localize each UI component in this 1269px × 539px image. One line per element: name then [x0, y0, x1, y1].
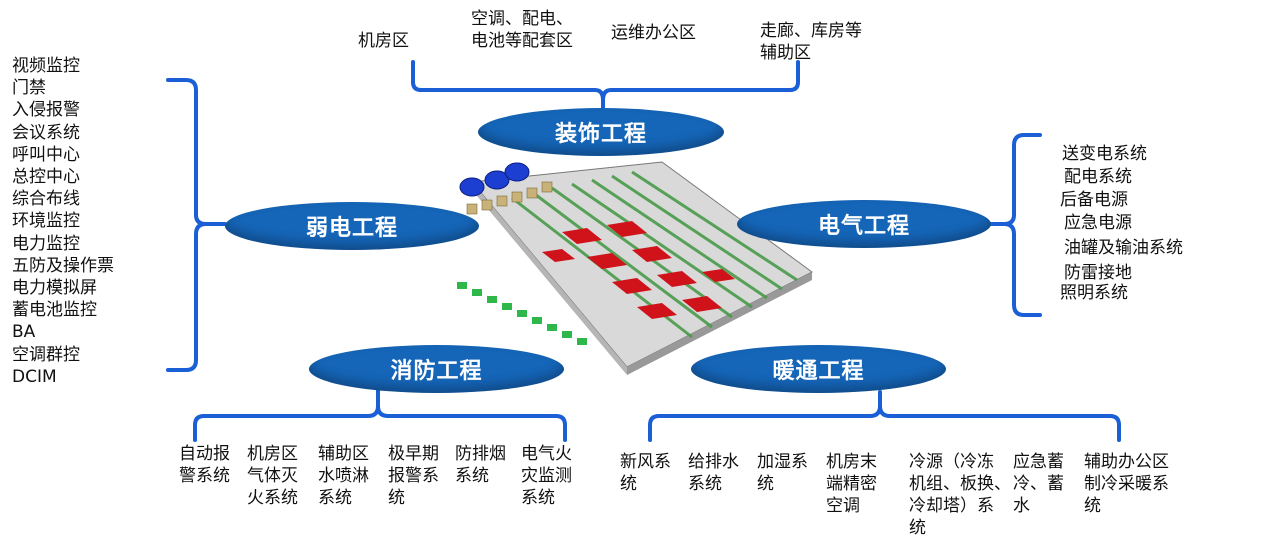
- hvac-title: 暖通工程: [772, 359, 865, 384]
- list-item: DCIM: [12, 366, 57, 387]
- electrical-item-5: 防雷接地: [1064, 263, 1132, 283]
- fire-title: 消防工程: [390, 359, 483, 384]
- list-item: BA: [12, 322, 36, 343]
- list-item: 总控中心: [12, 167, 80, 188]
- list-item: 会议系统: [12, 122, 80, 143]
- list-item: 电力模拟屏: [12, 278, 97, 299]
- decoration-item-1: 空调、配电、 电池等配套区: [471, 9, 573, 51]
- decoration-title: 装饰工程: [554, 122, 647, 147]
- list-item: 入侵报警: [12, 100, 80, 121]
- hvac-item-2: 加湿系统: [757, 452, 808, 494]
- electrical-ellipse: 电气工程: [737, 200, 991, 248]
- electrical-item-4: 油罐及输油系统: [1064, 238, 1183, 258]
- decoration-item-3: 走廊、库房等 辅助区: [760, 21, 862, 63]
- fire-item-5: 电气火灾监测系统: [521, 444, 572, 508]
- list-item: 电力监控: [12, 233, 80, 254]
- list-item: 蓄电池监控: [12, 300, 97, 321]
- weak-current-title: 弱电工程: [305, 216, 398, 241]
- decoration-ellipse: 装饰工程: [478, 108, 724, 156]
- electrical-item-3: 应急电源: [1064, 213, 1132, 233]
- fire-item-4: 防排烟系统: [455, 444, 506, 486]
- electrical-item-6: 照明系统: [1060, 283, 1128, 303]
- electrical-item-1: 配电系统: [1064, 167, 1132, 187]
- list-item: 综合布线: [12, 189, 80, 210]
- weak-current-ellipse: 弱电工程: [225, 202, 479, 250]
- electrical-item-0: 送变电系统: [1062, 144, 1147, 164]
- decoration-item-2: 运维办公区: [611, 23, 696, 43]
- hvac-item-0: 新风系统: [620, 452, 671, 494]
- list-item: 空调群控: [12, 344, 80, 365]
- hvac-ellipse: 暖通工程: [691, 345, 946, 393]
- fire-item-3: 极早期报警系统: [388, 444, 439, 508]
- datacenter-illustration: [457, 161, 813, 375]
- hvac-item-3: 机房末端精密空调: [826, 452, 877, 516]
- fire-ellipse: 消防工程: [309, 345, 564, 393]
- weak-current-list: 视频监控 门禁 入侵报警 会议系统 呼叫中心 总控中心 综合布线 环境监控 电力…: [12, 55, 114, 388]
- electrical-title: 电气工程: [817, 214, 910, 239]
- hvac-item-5: 应急蓄冷、蓄水: [1013, 452, 1064, 516]
- list-item: 呼叫中心: [12, 144, 80, 165]
- fire-item-0: 自动报警系统: [179, 444, 230, 486]
- fire-item-1: 机房区气体灭火系统: [247, 444, 298, 508]
- list-item: 环境监控: [12, 211, 80, 232]
- hvac-item-1: 给排水系统: [688, 452, 739, 494]
- fire-item-2: 辅助区水喷淋系统: [318, 444, 369, 508]
- list-item: 五防及操作票: [12, 255, 114, 276]
- list-item: 门禁: [12, 78, 46, 99]
- electrical-item-2: 后备电源: [1060, 190, 1128, 210]
- hvac-item-4: 冷源（冷冻机组、板换、冷却塔）系统: [909, 452, 1011, 538]
- decoration-item-0: 机房区: [358, 31, 409, 51]
- hvac-item-6: 辅助办公区制冷采暖系统: [1084, 452, 1169, 516]
- list-item: 视频监控: [12, 56, 80, 76]
